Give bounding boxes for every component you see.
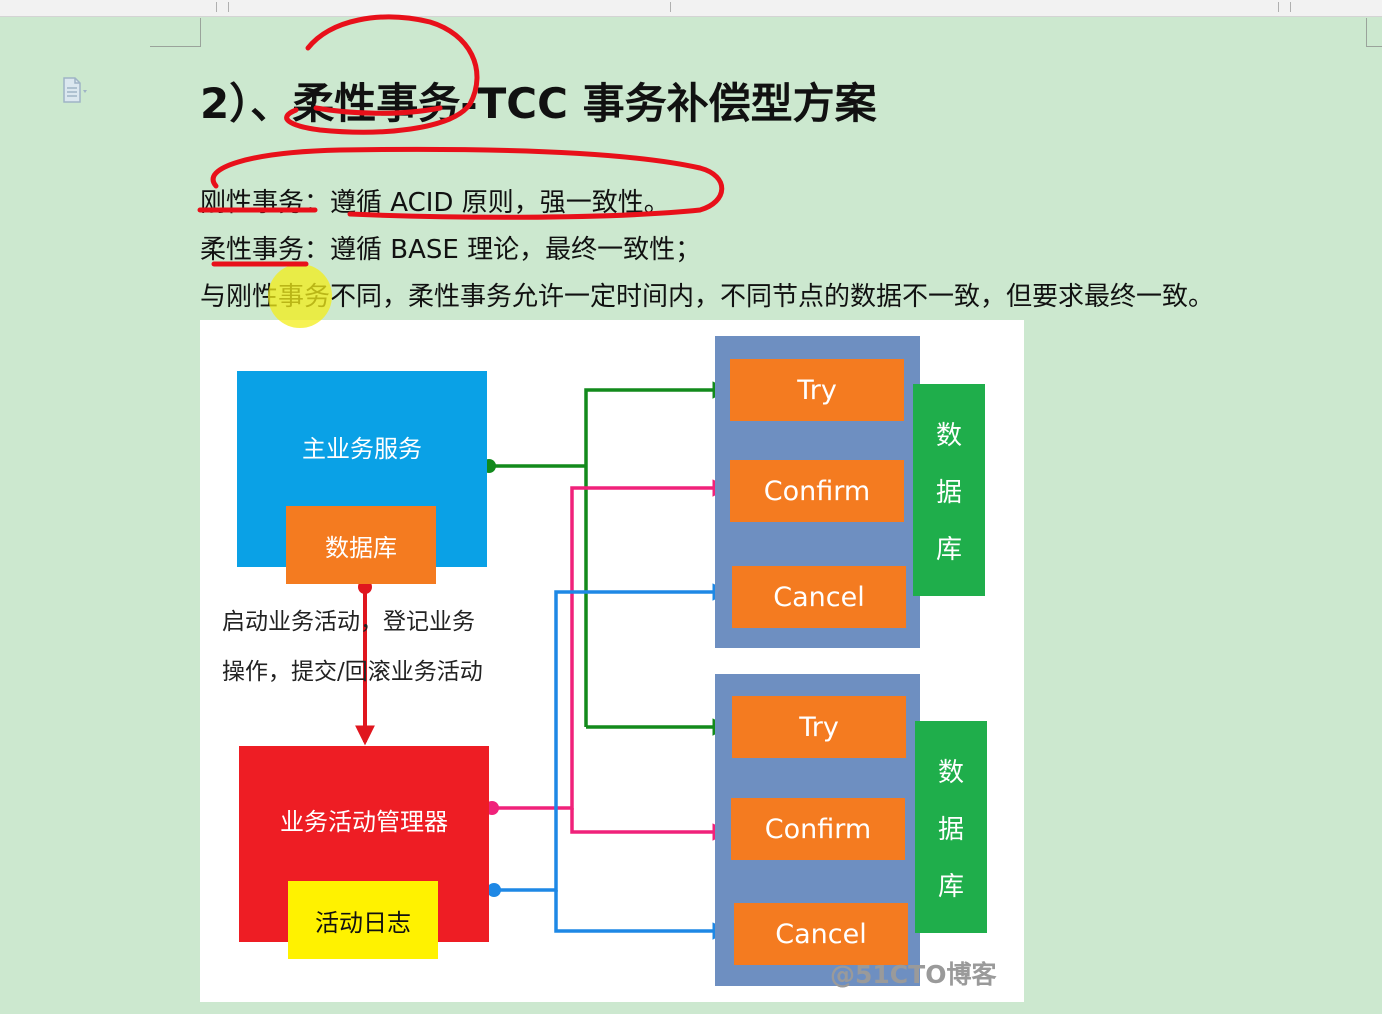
db-char: 库: [937, 871, 964, 902]
text-line-flexible-transaction: 柔性事务：遵循 BASE 理论，最终一致性；: [200, 235, 702, 265]
margin-corner-mark: [150, 18, 201, 47]
horizontal-ruler[interactable]: [0, 0, 1382, 17]
confirm-box-2: Confirm: [731, 798, 905, 860]
text-line-rigid-transaction: 刚性事务：遵循 ACID 原则，强一致性。: [200, 188, 670, 218]
db-char: 库: [935, 534, 962, 565]
ruler-tick: [216, 2, 217, 12]
cancel-box-1: Cancel: [732, 566, 906, 628]
diagram-connectors: [355, 381, 730, 940]
ruler-tick: [228, 2, 229, 12]
main-database-box: 数据库: [286, 506, 436, 584]
db-char: 据: [935, 477, 962, 508]
watermark: @51CTO博客: [830, 960, 997, 989]
participant-database-1: 数 据 库: [913, 384, 985, 596]
confirm-box-1: Confirm: [730, 460, 904, 522]
activity-note-line-2: 操作，提交/回滚业务活动: [222, 659, 483, 685]
db-char: 据: [937, 814, 964, 845]
margin-corner-mark: [1366, 18, 1382, 47]
ruler-tick: [1290, 2, 1291, 12]
try-box-1: Try: [730, 359, 904, 421]
main-service-label: 主业务服务: [302, 435, 422, 463]
db-char: 数: [935, 420, 962, 451]
ruler-tick: [670, 2, 671, 12]
ruler-tick: [1278, 2, 1279, 12]
tcc-diagram: 主业务服务 数据库 启动业务活动，登记业务 操作，提交/回滚业务活动 业务活动管…: [200, 320, 1024, 1002]
activity-manager-label: 业务活动管理器: [280, 808, 448, 836]
activity-note-line-1: 启动业务活动，登记业务: [222, 609, 475, 635]
db-char: 数: [937, 757, 964, 788]
text-line-difference: 与刚性事务不同，柔性事务允许一定时间内，不同节点的数据不一致，但要求最终一致。: [200, 282, 1215, 312]
paragraph-options-icon[interactable]: [62, 76, 88, 106]
section-heading: 2）、柔性事务-TCC 事务补偿型方案: [200, 79, 877, 128]
cancel-box-2: Cancel: [734, 903, 908, 965]
participant-database-2: 数 据 库: [915, 721, 987, 933]
activity-log-box: 活动日志: [288, 881, 438, 959]
try-box-2: Try: [732, 696, 906, 758]
